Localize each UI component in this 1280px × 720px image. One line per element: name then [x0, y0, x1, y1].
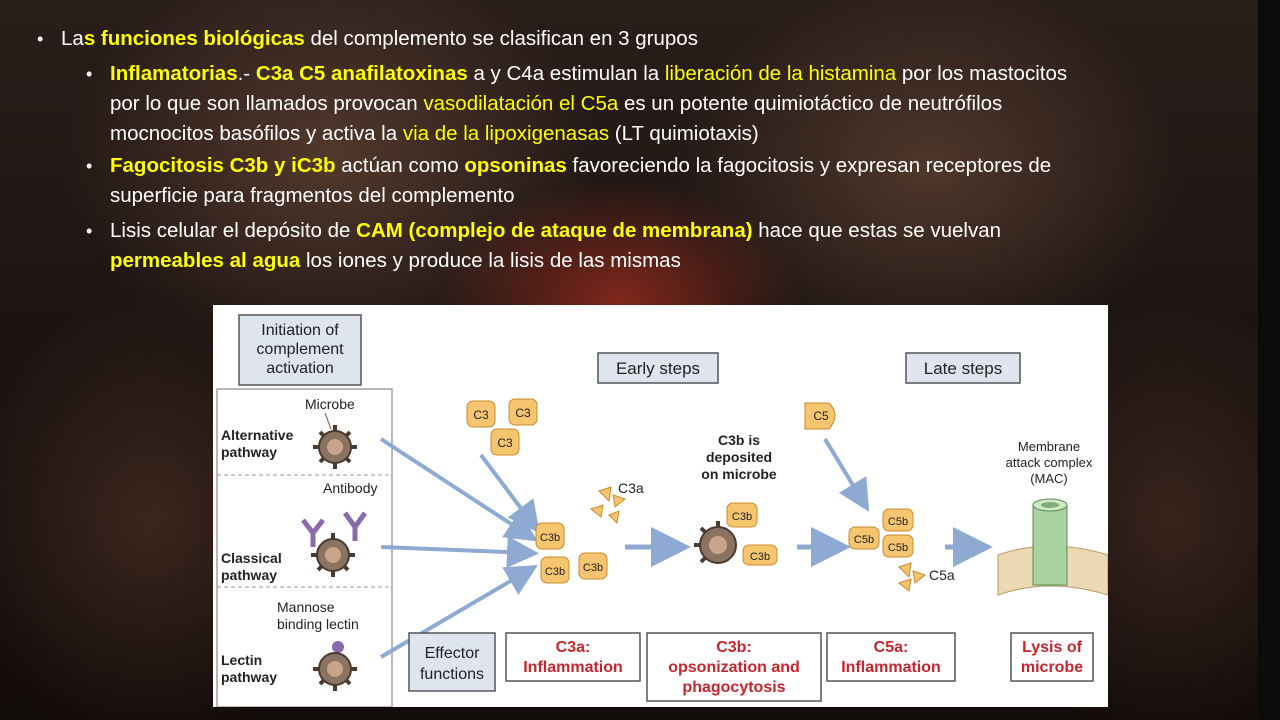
c3b-label: C3b — [750, 551, 770, 563]
lectin-pathway-label-line2: pathway — [221, 669, 277, 685]
alternative-pathway-label-line2: pathway — [221, 444, 277, 460]
mac-label-line2: attack complex — [1006, 455, 1093, 470]
microbe-icon — [311, 533, 355, 577]
c3b-label: C3b — [545, 566, 565, 578]
slide-edge-shadow — [1258, 0, 1280, 720]
bullet-dot: • — [86, 221, 93, 241]
effector-lysis-line2: microbe — [1021, 659, 1083, 676]
mac-pore-icon — [1032, 498, 1068, 586]
c3a-fragments — [589, 486, 627, 525]
initiation-label-line1: Initiation of — [261, 322, 339, 339]
effector-c3a-line2: Inflammation — [523, 659, 623, 676]
c5b-label: C5b — [888, 542, 908, 554]
effector-c3b-line1: C3b: — [716, 639, 752, 656]
c3a-label: C3a — [618, 480, 644, 496]
mannose-label-line2: binding lectin — [277, 616, 359, 632]
classical-pathway-label-line1: Classical — [221, 550, 282, 566]
mannose-label-line1: Mannose — [277, 599, 335, 615]
late-steps-box: Late steps — [905, 352, 1021, 384]
effector-c3b-line3: phagocytosis — [682, 679, 785, 696]
early-steps-label: Early steps — [616, 359, 700, 378]
complement-diagram: Initiation of complement activation Earl… — [213, 305, 1108, 707]
effector-functions-box: Effector functions — [408, 632, 496, 692]
microbe-icon — [313, 425, 357, 469]
c3-fragments: C3 C3 C3 — [466, 398, 538, 456]
antibody-icon — [301, 511, 368, 547]
c5-label: C5 — [813, 409, 829, 423]
arrow-c5 — [823, 437, 870, 512]
alternative-pathway-label-line1: Alternative — [221, 427, 294, 443]
effector-label-line2: functions — [420, 666, 484, 683]
bullet-dot: • — [86, 156, 93, 176]
effector-c3b-box: C3b: opsonization and phagocytosis — [646, 632, 822, 702]
c3b-deposited-label-line2: deposited — [706, 449, 772, 465]
initiation-label-line3: activation — [266, 360, 334, 377]
c5a-fragments — [897, 562, 927, 592]
effector-c5a-line1: C5a: — [874, 639, 909, 656]
bullet-fagocitosis: • Fagocitosis C3b y iC3b actúan como ops… — [86, 151, 1051, 211]
effector-lysis-box: Lysis of microbe — [1010, 632, 1094, 682]
effector-c5a-line2: Inflammation — [841, 659, 941, 676]
c5b-fragments: C5b C5b C5b — [848, 508, 914, 558]
bullet-functions-intro: • Las funciones biológicas del complemen… — [37, 24, 698, 54]
c3b-label: C3b — [732, 511, 752, 523]
effector-label-line1: Effector — [425, 645, 481, 662]
c3b-deposited-label-line3: on microbe — [701, 466, 777, 482]
c3-label: C3 — [515, 406, 531, 420]
c3b-label: C3b — [583, 562, 603, 574]
c3b-label: C3b — [540, 532, 560, 544]
microbe-icon — [694, 521, 737, 564]
classical-pathway-label-line2: pathway — [221, 567, 277, 583]
lectin-pathway-label-line1: Lectin — [221, 652, 262, 668]
c5a-label: C5a — [929, 567, 955, 583]
effector-c3a-box: C3a: Inflammation — [505, 632, 641, 682]
effector-c5a-box: C5a: Inflammation — [826, 632, 956, 682]
early-steps-box: Early steps — [597, 352, 719, 384]
c3-label: C3 — [473, 408, 489, 422]
bullet-lisis: • Lisis celular el depósito de CAM (comp… — [86, 216, 1001, 276]
bullet-dot: • — [86, 64, 93, 84]
effector-c3a-line1: C3a: — [556, 639, 591, 656]
mac-label-line3: (MAC) — [1030, 471, 1068, 486]
pathway-arrows — [379, 437, 540, 659]
c3-label: C3 — [497, 436, 513, 450]
initiation-box: Initiation of complement activation — [238, 314, 362, 386]
late-steps-label: Late steps — [924, 359, 1002, 378]
c3b-fragment — [726, 502, 758, 528]
effector-c3b-line2: opsonization and — [668, 659, 800, 676]
antibody-label: Antibody — [323, 480, 377, 496]
microbe-label: Microbe — [305, 396, 355, 412]
c5b-label: C5b — [888, 516, 908, 528]
microbe-icon — [313, 652, 357, 691]
c3b-fragment — [742, 544, 778, 566]
effector-lysis-line1: Lysis of — [1022, 639, 1083, 656]
c5b-label: C5b — [854, 534, 874, 546]
bullet-inflamatorias: • Inflamatorias.- C3a C5 anafilatoxinas … — [86, 59, 1067, 149]
bullet-dot: • — [37, 29, 44, 49]
c3b-fragments: C3b C3b C3b — [535, 522, 608, 584]
c5-fragment: C5 — [804, 402, 836, 430]
c3b-deposited-label-line1: C3b is — [718, 432, 760, 448]
initiation-label-line2: complement — [256, 341, 344, 358]
mac-label-line1: Membrane — [1018, 439, 1080, 454]
